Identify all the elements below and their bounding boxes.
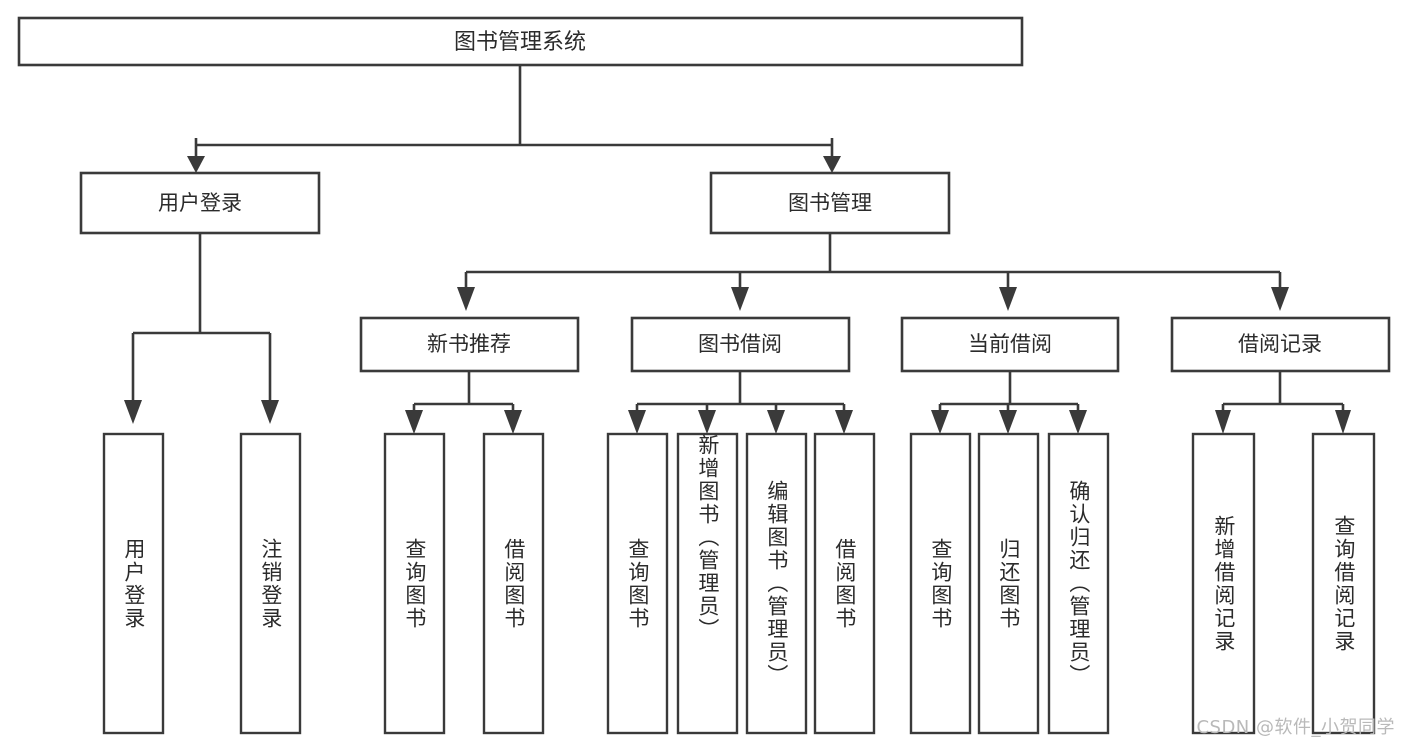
leaf-box-user-login[interactable] [102, 432, 165, 735]
arrow-head-icon [1069, 410, 1087, 434]
arrow-head-icon [187, 156, 205, 173]
leaf-box-confirm-return[interactable] [1047, 432, 1110, 735]
root-box[interactable] [17, 16, 1024, 67]
arrow-head-icon [823, 156, 841, 173]
node-new-book-recommend[interactable]: 新书推荐 [359, 316, 580, 373]
arrow-head-icon [124, 400, 142, 424]
connector-new-book-recommend-to-leaves [405, 371, 522, 434]
arrow-head-icon [767, 410, 785, 434]
arrow-head-icon [835, 410, 853, 434]
leaf-box-add-book[interactable] [676, 432, 739, 735]
root-label: 图书管理系统 [454, 30, 586, 55]
watermark: CSDN @软件_小贺同学 [1196, 717, 1395, 738]
book-manage-box[interactable] [709, 171, 951, 235]
arrow-head-icon [999, 410, 1017, 434]
leaf-box-query-book-3[interactable] [909, 432, 972, 735]
connector-user-login-to-leaves [124, 233, 279, 424]
arrow-head-icon [457, 287, 475, 311]
arrow-head-icon [731, 287, 749, 311]
leaf-box-query-book-1[interactable] [383, 432, 446, 735]
arrow-head-icon [1335, 410, 1351, 434]
book-borrow-label: 图书借阅 [698, 332, 782, 356]
node-book-manage[interactable]: 图书管理 [709, 171, 951, 235]
leaf-box-return-book[interactable] [977, 432, 1040, 735]
leaf-box-query-record[interactable] [1311, 432, 1376, 735]
leaf-box-add-record[interactable] [1191, 432, 1256, 735]
arrow-head-icon [1271, 287, 1289, 311]
arrow-head-icon [999, 287, 1017, 311]
node-book-borrow[interactable]: 图书借阅 [630, 316, 851, 373]
arrow-head-icon [261, 400, 279, 424]
arrow-head-icon [1215, 410, 1231, 434]
connector-book-manage-to-level2 [457, 233, 1289, 311]
arrow-head-icon [931, 410, 949, 434]
new-book-recommend-label: 新书推荐 [427, 332, 511, 356]
current-borrow-label: 当前借阅 [968, 332, 1052, 356]
book-borrow-box[interactable] [630, 316, 851, 373]
borrow-record-box[interactable] [1170, 316, 1391, 373]
leaf-box-logout-login[interactable] [239, 432, 302, 735]
node-user-login[interactable]: 用户登录 [79, 171, 321, 235]
arrow-head-icon [628, 410, 646, 434]
leaf-box-borrow-book-1[interactable] [482, 432, 545, 735]
current-borrow-box[interactable] [900, 316, 1120, 373]
leaf-box-query-book-2[interactable] [606, 432, 669, 735]
leaf-box-edit-book[interactable] [745, 432, 808, 735]
connector-borrow-record-to-leaves [1215, 371, 1351, 434]
arrow-head-icon [504, 410, 522, 434]
node-current-borrow[interactable]: 当前借阅 [900, 316, 1120, 373]
arrow-head-icon [698, 410, 716, 434]
leaf-box-borrow-book-2[interactable] [813, 432, 876, 735]
book-manage-label: 图书管理 [788, 191, 872, 215]
node-root[interactable]: 图书管理系统 [17, 16, 1024, 67]
connector-current-borrow-to-leaves [931, 371, 1087, 434]
user-login-label: 用户登录 [158, 191, 242, 215]
borrow-record-label: 借阅记录 [1238, 332, 1322, 356]
arrow-head-icon [405, 410, 423, 434]
new-book-recommend-box[interactable] [359, 316, 580, 373]
connector-root-to-level1 [187, 65, 841, 173]
user-login-box[interactable] [79, 171, 321, 235]
connector-book-borrow-to-leaves [628, 371, 853, 434]
node-borrow-record[interactable]: 借阅记录 [1170, 316, 1391, 373]
